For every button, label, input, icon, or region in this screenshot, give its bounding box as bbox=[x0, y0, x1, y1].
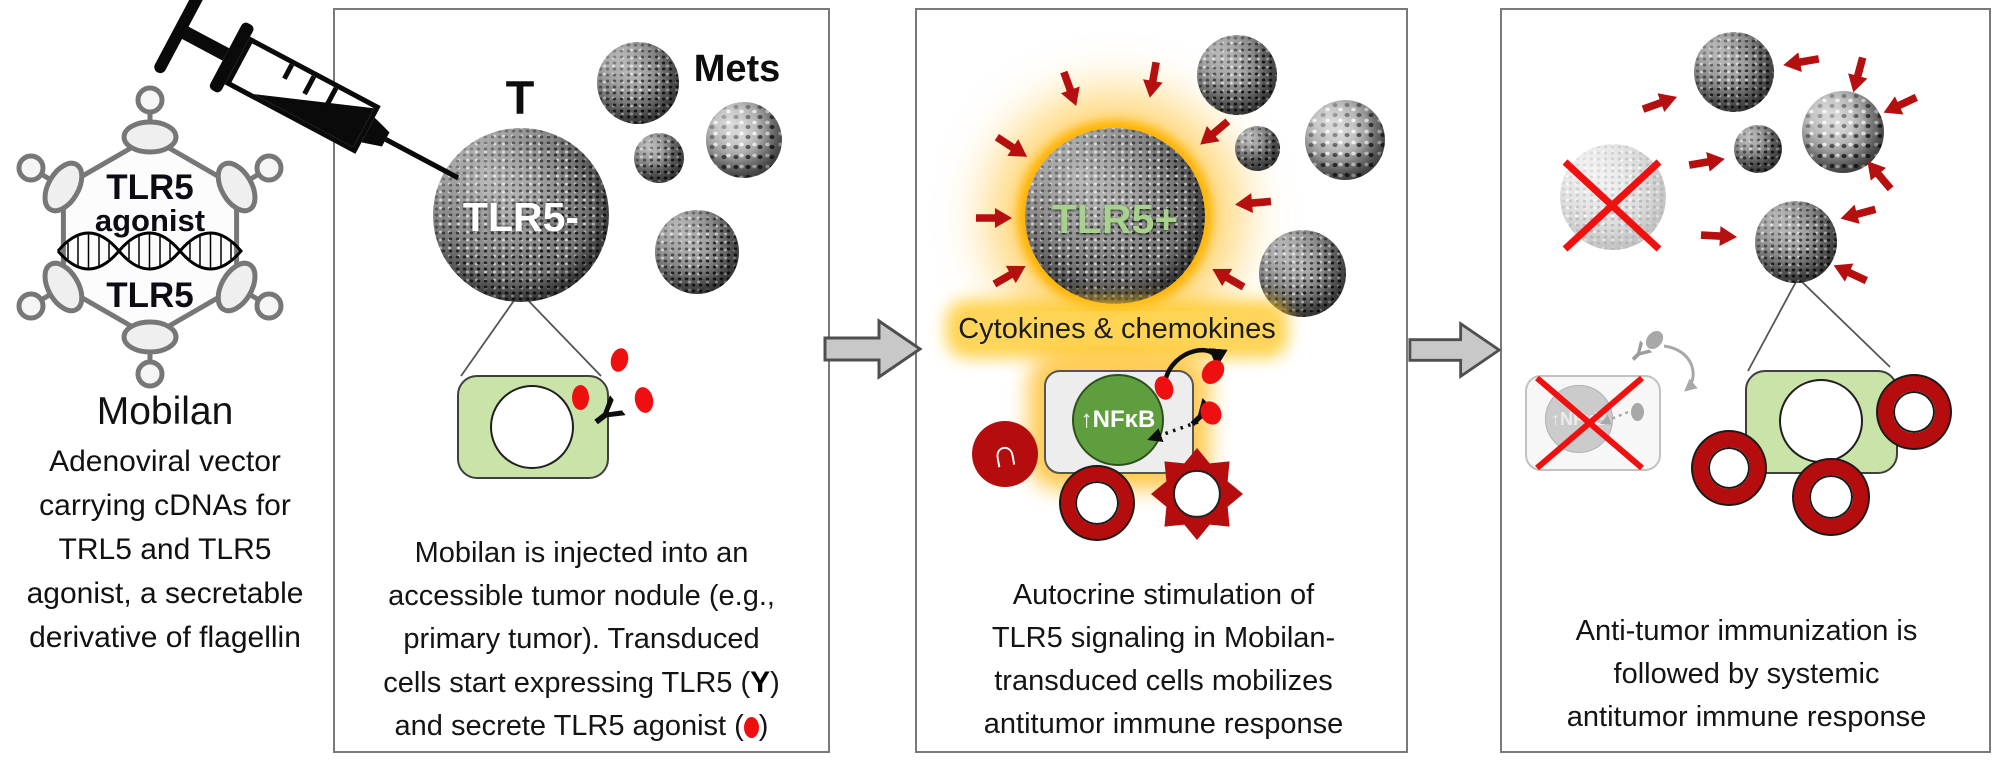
caption-text: ) and secrete TLR5 agonist ( bbox=[394, 666, 780, 743]
red-arrow-icon bbox=[1686, 147, 1728, 177]
panel-autocrine: TLR5+ Cytokines & chemokines ↑NFκB Y bbox=[915, 8, 1408, 753]
panel-systemic-response: ↑NFκB Y Anti-tumor immunization is follo… bbox=[1500, 8, 1991, 753]
metastasis-sphere bbox=[706, 102, 782, 178]
tlr5-agonist-icon bbox=[572, 385, 589, 410]
red-arrow-icon bbox=[1233, 189, 1273, 216]
red-arrow-icon bbox=[1192, 112, 1237, 155]
step-arrow-icon bbox=[1408, 316, 1502, 384]
tlr5-agonist-icon bbox=[743, 717, 759, 739]
red-arrow-icon bbox=[1828, 254, 1873, 292]
panel3-caption: Anti-tumor immunization is followed by s… bbox=[1566, 615, 1927, 733]
step-arrow-icon bbox=[822, 314, 924, 384]
virus-label-tlr5: TLR5 bbox=[106, 276, 194, 315]
red-arrow-icon bbox=[975, 206, 1013, 230]
red-arrow-icon bbox=[1638, 85, 1682, 121]
cytokines-chemokines-label: Cytokines & chemokines bbox=[957, 311, 1277, 347]
red-arrow-icon bbox=[1878, 86, 1923, 124]
caption-text: ) bbox=[758, 710, 769, 743]
mets-label: Mets bbox=[693, 48, 781, 90]
metastasis-sphere bbox=[1694, 32, 1774, 112]
metastasis-sphere bbox=[655, 210, 739, 294]
metastasis-sphere bbox=[1305, 100, 1385, 180]
gear-cell-nucleus bbox=[1172, 469, 1222, 519]
red-arrow-icon bbox=[1699, 223, 1738, 249]
immune-cell-macrophage: ∩ bbox=[972, 421, 1038, 487]
red-arrow-icon bbox=[1841, 54, 1874, 97]
dna-helix-icon bbox=[56, 231, 243, 271]
primary-tumor-sphere bbox=[433, 128, 609, 302]
metastasis-sphere bbox=[1235, 126, 1280, 171]
panel-injection: T TLR5- Mets Y Mobilan is injected into … bbox=[333, 8, 830, 753]
metastasis-sphere bbox=[597, 42, 679, 124]
cell-nucleus bbox=[490, 385, 574, 469]
metastasis-sphere bbox=[634, 133, 684, 183]
red-arrow-icon bbox=[1780, 47, 1822, 77]
metastasis-sphere bbox=[1259, 230, 1346, 317]
mobilan-description: Adenoviral vector carrying cDNAs for TRL… bbox=[26, 445, 304, 655]
red-arrow-icon bbox=[1052, 67, 1088, 111]
metastasis-sphere bbox=[1197, 35, 1277, 115]
immune-cell-ring bbox=[1061, 467, 1133, 539]
panel2-caption: Autocrine stimulation of TLR5 signaling … bbox=[983, 579, 1344, 740]
immune-cell-gear bbox=[1151, 448, 1243, 540]
tlr5-negative-marker: TLR5- bbox=[462, 194, 580, 240]
adenovirus-capsid-icon: TLR5 agonist TLR5 bbox=[16, 85, 284, 389]
tlr5-positive-tumor-sphere bbox=[1025, 128, 1205, 304]
red-arrow-icon bbox=[990, 127, 1035, 168]
immune-cell-ring bbox=[1794, 460, 1868, 534]
virus-label-tlr5-agonist: TLR5 bbox=[106, 168, 194, 207]
immune-cell-ring bbox=[1878, 376, 1950, 448]
panel1-caption: Mobilan is injected into an accessible t… bbox=[343, 532, 820, 748]
secreted-agonist-icon bbox=[632, 385, 656, 415]
red-arrow-icon bbox=[1837, 197, 1880, 230]
primary-tumor-label: T bbox=[505, 71, 535, 124]
red-arrow-icon bbox=[1138, 59, 1168, 101]
caption-text: Mobilan is injected into an accessible t… bbox=[383, 537, 775, 699]
immune-cell-ring bbox=[1693, 432, 1765, 504]
virus-label-agonist: agonist bbox=[95, 203, 205, 238]
cell-nucleus bbox=[1779, 379, 1863, 463]
secreted-agonist-icon bbox=[608, 346, 631, 374]
red-arrow-icon bbox=[988, 255, 1033, 295]
nfkb-badge: ↑NFκB bbox=[1072, 374, 1164, 466]
inactive-nfkb-badge: ↑NFκB bbox=[1545, 385, 1613, 453]
mobilan-title: Mobilan bbox=[96, 390, 234, 433]
syringe-icon bbox=[154, 0, 460, 181]
red-arrow-icon bbox=[1206, 258, 1251, 298]
tlr5-positive-marker: TLR5+ bbox=[1051, 196, 1179, 242]
secreted-agonist-icon bbox=[1197, 355, 1229, 389]
macrophage-glyph: ∩ bbox=[987, 430, 1023, 477]
inactive-agonist-icon bbox=[1631, 403, 1644, 421]
metastasis-sphere bbox=[1734, 125, 1782, 173]
eradicated-tumor-sphere bbox=[1560, 144, 1666, 250]
metastasis-sphere bbox=[1802, 91, 1884, 173]
metastasis-sphere bbox=[1755, 201, 1837, 283]
tlr5-receptor-icon: Y bbox=[750, 665, 771, 699]
